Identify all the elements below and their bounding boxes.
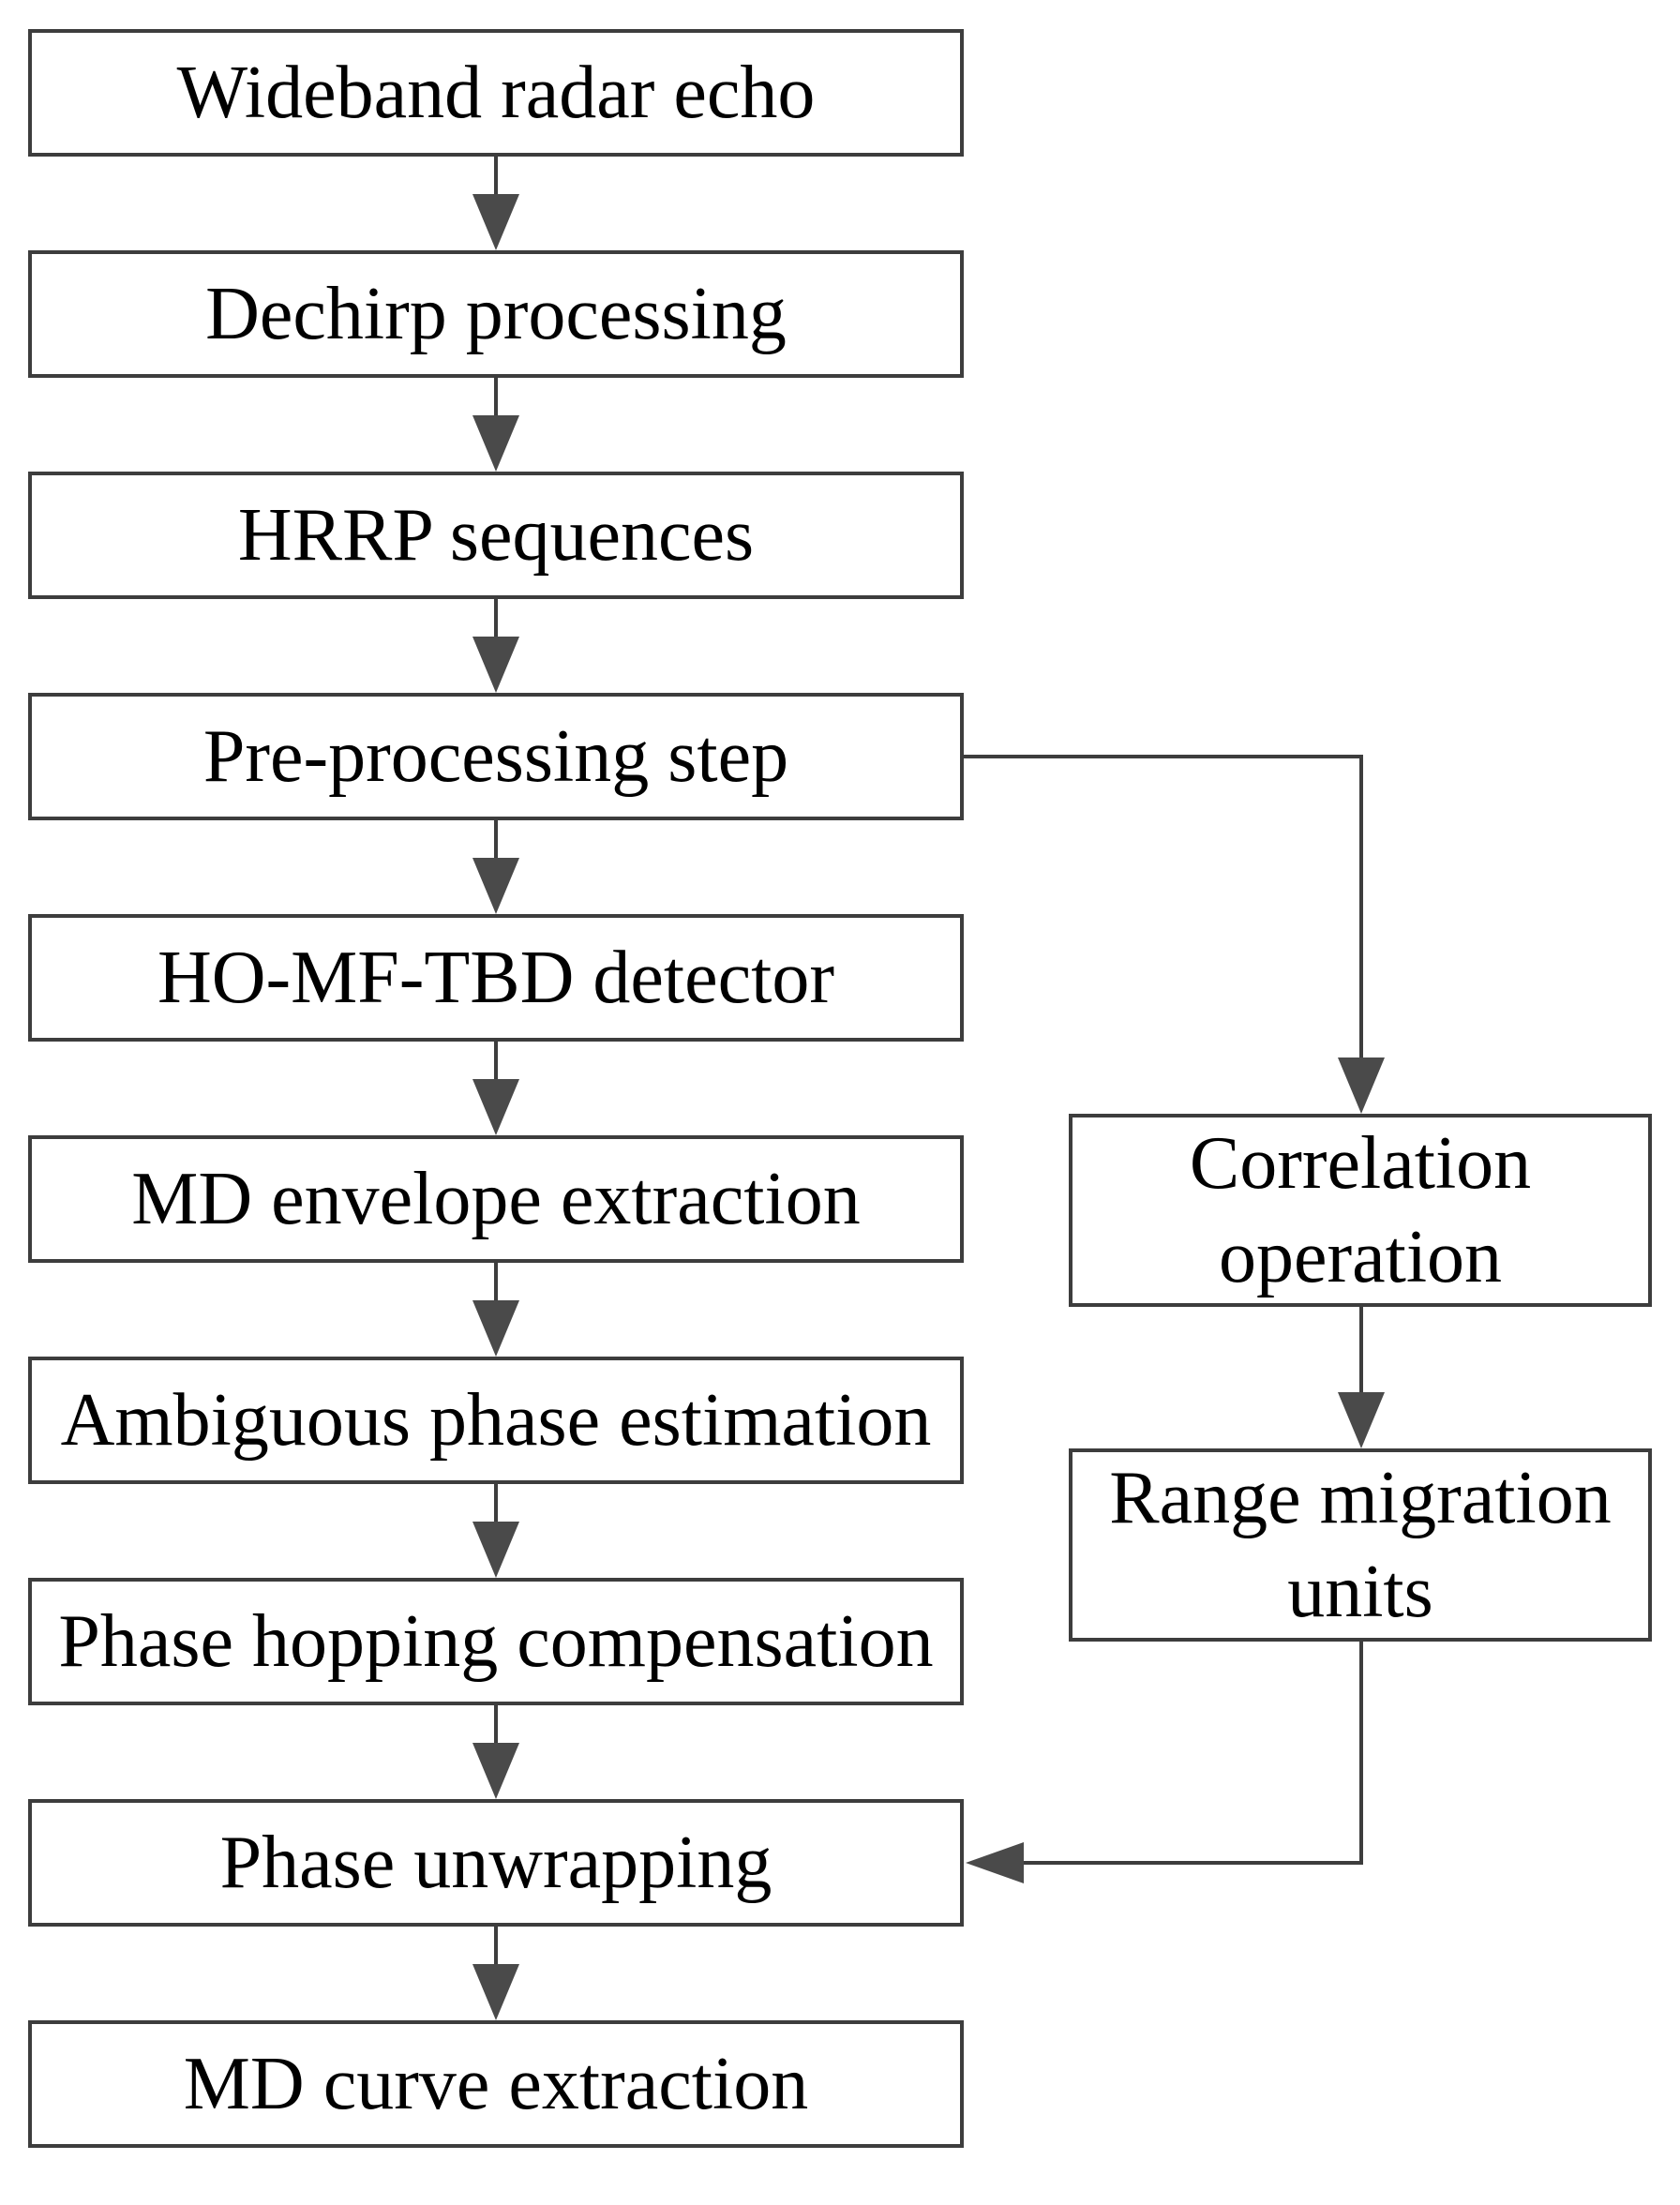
flow-box-label: Ambiguous phase estimation xyxy=(60,1379,932,1462)
arrow-range-migration-to-unwrapping xyxy=(966,1642,1363,1883)
arrow-detector-to-md-envelope xyxy=(472,1042,519,1135)
arrow-md-envelope-to-ambiguous xyxy=(472,1263,519,1357)
flow-box-label: HRRP sequences xyxy=(237,494,755,577)
flow-box-label: MD curve extraction xyxy=(183,2043,809,2125)
arrow-hrrp-to-preprocessing xyxy=(472,599,519,693)
flow-box-ho-mf-tbd-detector: HO-MF-TBD detector xyxy=(28,914,964,1042)
flow-box-ambiguous-phase-estimation: Ambiguous phase estimation xyxy=(28,1357,964,1484)
flow-box-md-envelope-extraction: MD envelope extraction xyxy=(28,1135,964,1263)
flow-box-md-curve-extraction: MD curve extraction xyxy=(28,2020,964,2148)
arrow-wideband-to-dechirp xyxy=(472,157,519,250)
flow-box-hrrp-sequences: HRRP sequences xyxy=(28,472,964,599)
arrow-unwrapping-to-md-curve xyxy=(472,1927,519,2020)
flow-box-label: Correlation operation xyxy=(1189,1122,1532,1298)
arrow-dechirp-to-hrrp xyxy=(472,378,519,472)
flow-box-label: Pre-processing step xyxy=(202,715,789,798)
arrow-preprocessing-to-detector xyxy=(472,820,519,914)
flow-box-phase-unwrapping: Phase unwrapping xyxy=(28,1799,964,1927)
arrow-ambiguous-to-phase-hopping xyxy=(472,1484,519,1578)
flow-box-dechirp-processing: Dechirp processing xyxy=(28,250,964,378)
flow-box-phase-hopping-compensation: Phase hopping compensation xyxy=(28,1578,964,1705)
flow-box-label: Wideband radar echo xyxy=(176,52,816,134)
flow-box-wideband-radar-echo: Wideband radar echo xyxy=(28,29,964,157)
flow-box-label: Range migration units xyxy=(1109,1457,1612,1633)
flow-box-label: MD envelope extraction xyxy=(131,1158,861,1240)
arrow-phase-hopping-to-unwrapping xyxy=(472,1705,519,1799)
flow-box-label: Dechirp processing xyxy=(205,273,787,355)
flow-box-correlation-operation: Correlation operation xyxy=(1069,1114,1652,1307)
flow-box-pre-processing-step: Pre-processing step xyxy=(28,693,964,820)
flow-box-label: HO-MF-TBD detector xyxy=(157,937,835,1019)
flow-box-range-migration-units: Range migration units xyxy=(1069,1448,1652,1642)
arrow-preprocessing-to-correlation xyxy=(964,755,1385,1114)
flow-box-label: Phase hopping compensation xyxy=(58,1600,934,1683)
arrow-correlation-to-range-migration xyxy=(1338,1307,1385,1448)
flow-box-label: Phase unwrapping xyxy=(219,1822,772,1904)
